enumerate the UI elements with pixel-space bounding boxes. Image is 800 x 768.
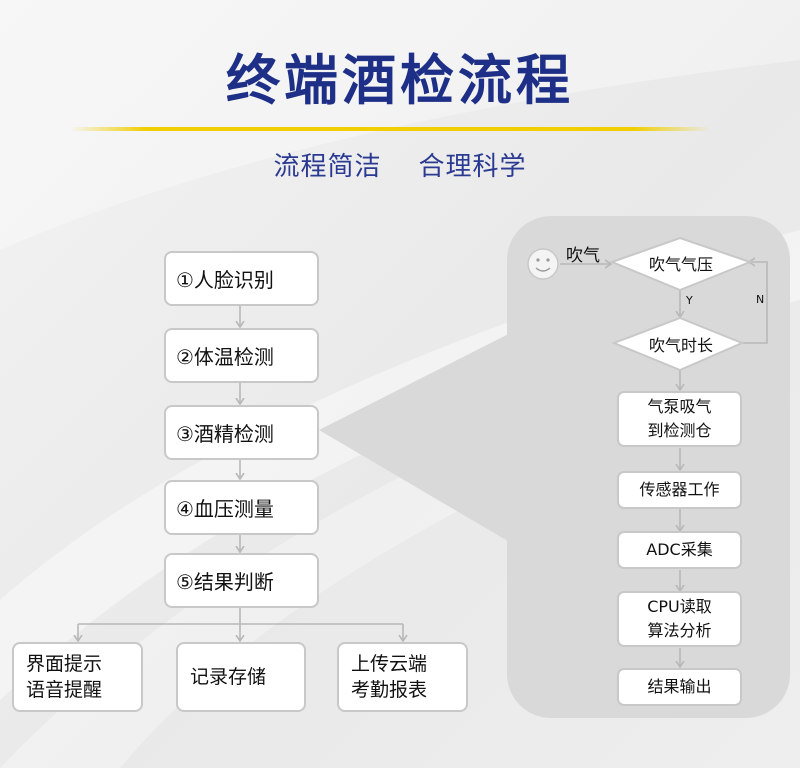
output-ui-voice-prompt: 界面提示 语音提醒 <box>12 642 143 712</box>
page-subtitle: 流程简洁 合理科学 <box>273 152 527 182</box>
start-label: 吹气 <box>566 246 600 266</box>
no-label: N <box>756 293 765 306</box>
smiley-icon <box>527 248 559 280</box>
yes-label: Y <box>686 294 693 307</box>
step-temperature-check: ②体温检测 <box>164 328 319 383</box>
process-adc-sampling: ADC采集 <box>617 531 742 569</box>
process-cpu-analysis: CPU读取 算法分析 <box>617 591 742 647</box>
process-result-output: 结果输出 <box>617 668 742 706</box>
decision-2-label: 吹气时长 <box>648 336 713 355</box>
decision-1-shape <box>609 236 753 292</box>
callout-wedge <box>319 318 540 560</box>
arrow-no-loop <box>742 262 768 344</box>
step-face-recognition: ①人脸识别 <box>164 251 319 306</box>
output-cloud-upload: 上传云端 考勤报表 <box>337 642 468 712</box>
page-title: 终端酒检流程 <box>226 49 574 112</box>
step-blood-pressure: ④血压测量 <box>164 480 319 535</box>
decision-2-shape <box>611 316 745 372</box>
process-sensor-work: 传感器工作 <box>617 471 742 509</box>
output-record-storage: 记录存储 <box>176 642 306 712</box>
process-pump-intake: 气泵吸气 到检测仓 <box>617 391 742 447</box>
step-alcohol-check: ③酒精检测 <box>164 405 319 460</box>
decision-1-label: 吹气气压 <box>648 255 713 274</box>
title-underline <box>70 127 710 131</box>
step-result-judgment: ⑤结果判断 <box>164 553 319 608</box>
